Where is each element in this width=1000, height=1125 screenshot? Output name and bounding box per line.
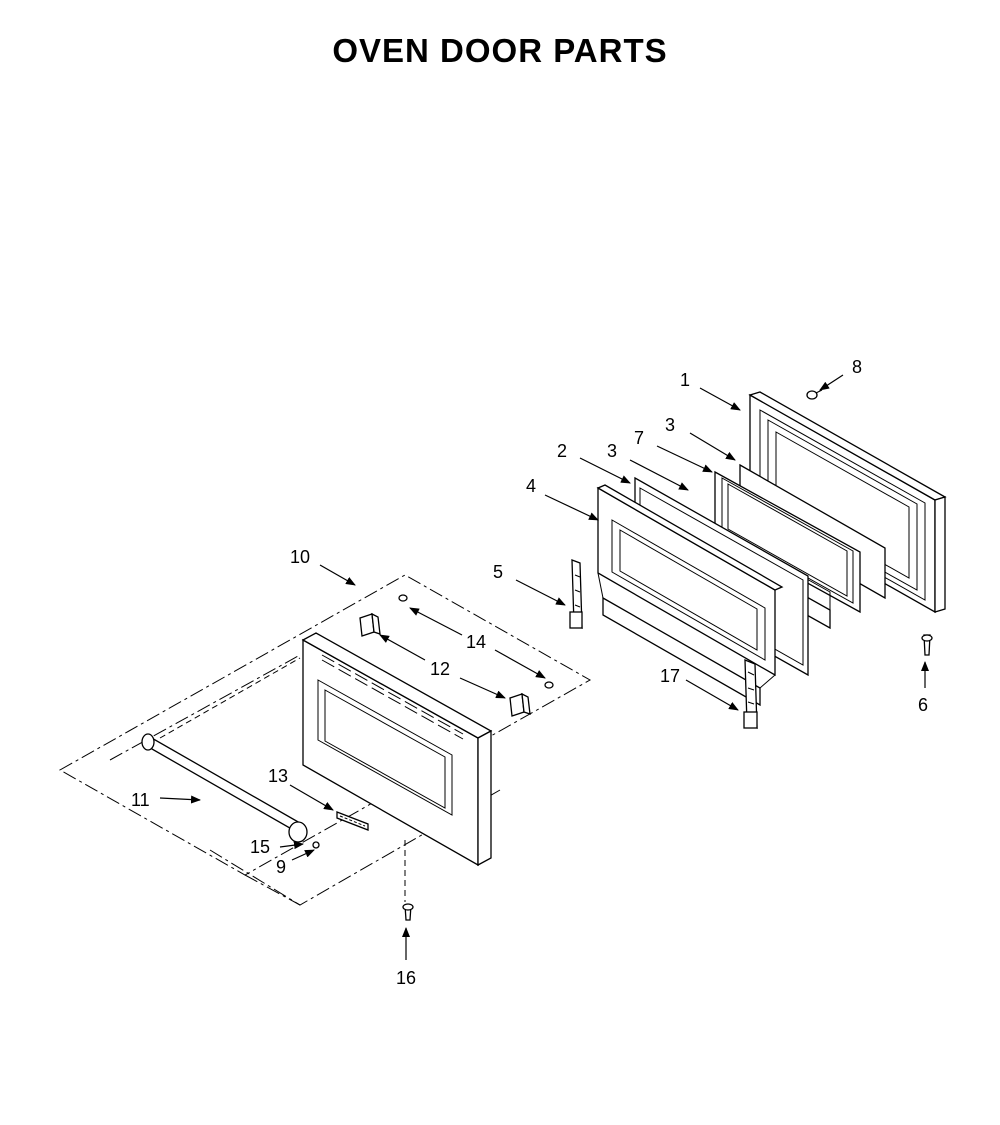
callout-labels: 1 2 3 3 4 5 6 7 8 9 10 11 12 13 14 15 16… [131,357,928,988]
callout-leaders [159,374,929,960]
callout-14: 14 [466,632,486,652]
part-door-inner-frame [596,484,784,707]
part-door-brackets [359,612,531,717]
part-inner-door-panel [748,391,947,614]
part-glass-frame [714,470,861,614]
part-hinge-right [743,659,758,729]
callout-8: 8 [852,357,862,377]
callout-9: 9 [276,857,286,877]
callout-15: 15 [250,837,270,857]
part-hinge-left [569,559,583,629]
part-outer-door-panel [301,632,493,867]
part-screws [312,389,933,921]
callout-5: 5 [493,562,503,582]
callout-17: 17 [660,666,680,686]
callout-12: 12 [430,659,450,679]
callout-4: 4 [526,476,536,496]
page-title: OVEN DOOR PARTS [332,32,668,69]
callout-3a: 3 [665,415,675,435]
callout-13: 13 [268,766,288,786]
callout-11: 11 [131,790,150,810]
callout-10: 10 [290,547,310,567]
part-badge [336,811,369,831]
callout-6: 6 [918,695,928,715]
callout-2: 2 [557,441,567,461]
callout-3b: 3 [607,441,617,461]
callout-1: 1 [680,370,690,390]
callout-7: 7 [634,428,644,448]
callout-16: 16 [396,968,416,988]
part-door-handle [141,657,308,843]
